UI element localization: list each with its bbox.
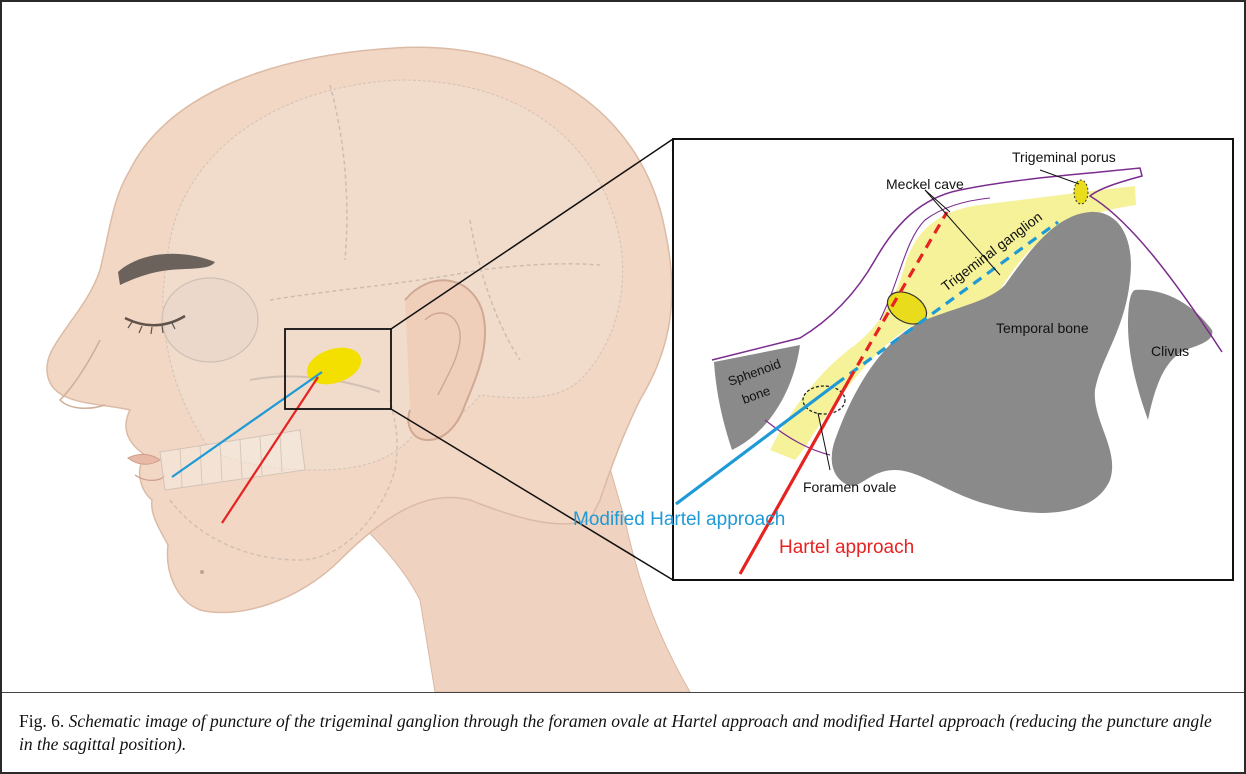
detail-panel: Trigeminal porus Meckel cave Trigeminal … xyxy=(573,139,1233,580)
caption-text: Schematic image of puncture of the trige… xyxy=(19,711,1212,754)
label-trigeminal-porus: Trigeminal porus xyxy=(1012,149,1116,165)
head-illustration xyxy=(47,47,690,692)
label-foramen-ovale: Foramen ovale xyxy=(803,479,897,495)
caption-label: Fig. 6. xyxy=(19,711,64,731)
chin-dot xyxy=(200,570,204,574)
label-modified-hartel: Modified Hartel approach xyxy=(573,509,785,530)
label-meckel-cave: Meckel cave xyxy=(886,176,964,192)
label-clivus: Clivus xyxy=(1151,343,1189,359)
figure-caption: Fig. 6. Schematic image of puncture of t… xyxy=(19,710,1229,756)
caption-divider xyxy=(2,692,1244,693)
label-temporal-bone: Temporal bone xyxy=(996,320,1089,336)
anatomy-figure: Trigeminal porus Meckel cave Trigeminal … xyxy=(0,0,1246,692)
label-hartel: Hartel approach xyxy=(779,537,914,558)
trigeminal-porus-mark xyxy=(1074,180,1088,204)
